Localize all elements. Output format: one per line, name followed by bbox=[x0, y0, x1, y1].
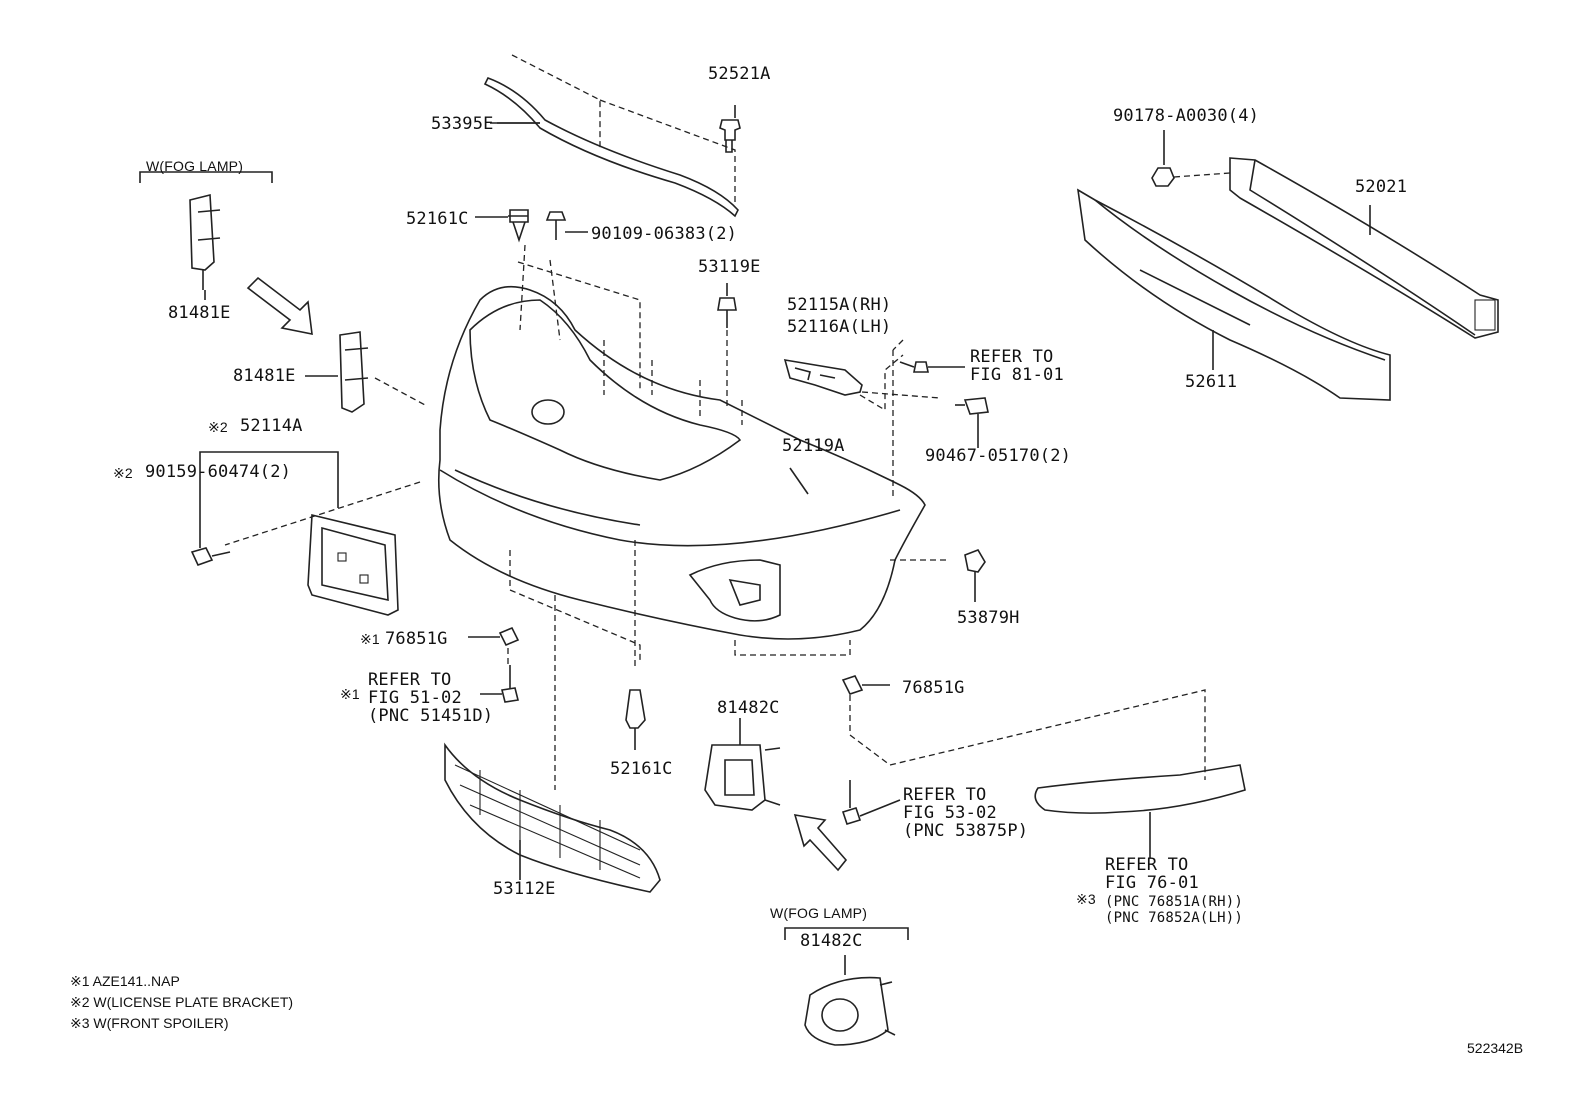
nut-90178 bbox=[1151, 130, 1231, 187]
clip-76851G-left bbox=[468, 626, 520, 665]
clip-90467 bbox=[955, 397, 989, 448]
label-53879H: 53879H bbox=[957, 608, 1020, 628]
group-fog-lamp-top: W(FOG LAMP) bbox=[146, 158, 244, 174]
fog-bracket-81481E-top bbox=[139, 171, 273, 290]
label-81482C-top: 81482C bbox=[717, 698, 780, 718]
clip-52161C-bottom bbox=[625, 689, 646, 750]
label-81481E-top: 81481E bbox=[168, 303, 231, 323]
direction-arrow-upper bbox=[246, 276, 313, 336]
footnote-3: ※3 W(FRONT SPOILER) bbox=[70, 1015, 229, 1031]
screw-refer-81 bbox=[899, 361, 965, 373]
license-bracket-52114A bbox=[199, 451, 399, 616]
label-52161C-bottom: 52161C bbox=[610, 759, 673, 779]
label-52161C-top: 52161C bbox=[406, 209, 469, 229]
label-81482C-bottom: 81482C bbox=[800, 931, 863, 951]
label-53395E: 53395E bbox=[431, 114, 494, 134]
seal-strip-53395E bbox=[483, 54, 739, 218]
refer-fig-53: REFER TO FIG 53-02 (PNC 53875P) bbox=[903, 785, 1029, 841]
mark-76851G: ※1 bbox=[360, 631, 380, 647]
front-spoiler bbox=[1034, 764, 1246, 858]
absorber-52611 bbox=[1076, 188, 1391, 401]
grille-53112E bbox=[444, 742, 661, 893]
bolt-refer-51 bbox=[480, 665, 519, 703]
label-52114A: 52114A bbox=[240, 416, 303, 436]
label-53119E: 53119E bbox=[698, 257, 761, 277]
label-53112E: 53112E bbox=[493, 879, 556, 899]
clip-52161C-top bbox=[508, 209, 529, 243]
label-76851G-right: 76851G bbox=[902, 678, 965, 698]
mark-refer-76: ※3 bbox=[1076, 891, 1096, 907]
label-90109: 90109-06383(2) bbox=[591, 224, 738, 244]
label-52521A: 52521A bbox=[708, 64, 771, 84]
direction-arrow-lower bbox=[793, 814, 848, 872]
reinforcement-52021 bbox=[1229, 157, 1499, 339]
fog-bracket-81481E-mid bbox=[305, 331, 369, 413]
bumper-cover-52119A bbox=[224, 244, 950, 790]
label-52021: 52021 bbox=[1355, 177, 1408, 197]
refer-fig-51: REFER TO FIG 51-02 (PNC 51451D) bbox=[368, 670, 494, 726]
mark-52114A: ※2 bbox=[208, 419, 228, 435]
bolt-refer-53 bbox=[841, 780, 901, 825]
label-90159: 90159-60474(2) bbox=[145, 462, 292, 482]
mark-90159: ※2 bbox=[113, 465, 133, 481]
clip-76851G-right bbox=[841, 675, 1206, 780]
label-52116A: 52116A(LH) bbox=[787, 317, 892, 337]
label-90467: 90467-05170(2) bbox=[925, 446, 1072, 466]
refer-fig-76-pnc: (PNC 76851A(RH)) (PNC 76852A(LH)) bbox=[1105, 894, 1244, 926]
footnote-2: ※2 W(LICENSE PLATE BRACKET) bbox=[70, 994, 294, 1010]
label-52115A: 52115A(RH) bbox=[787, 295, 892, 315]
label-52119A: 52119A bbox=[782, 436, 845, 456]
label-81481E-mid: 81481E bbox=[233, 366, 296, 386]
fog-cover-81482C-bottom bbox=[784, 927, 909, 1046]
fog-cover-81482C-mid bbox=[704, 718, 781, 811]
clip-53879H bbox=[964, 549, 986, 602]
mark-refer-51: ※1 bbox=[340, 686, 360, 702]
screw-90109 bbox=[545, 211, 588, 240]
bracket-52115A bbox=[783, 354, 941, 412]
bolt-90159 bbox=[190, 505, 231, 566]
clip-52521A bbox=[719, 105, 741, 153]
bolt-53119E bbox=[717, 283, 737, 410]
label-76851G-left: 76851G bbox=[385, 629, 448, 649]
refer-fig-81: REFER TO FIG 81-01 bbox=[970, 347, 1064, 385]
footnote-1: ※1 AZE141..NAP bbox=[70, 973, 180, 989]
label-90178: 90178-A0030(4) bbox=[1113, 106, 1260, 126]
refer-fig-76: REFER TO FIG 76-01 bbox=[1105, 855, 1199, 893]
label-52611: 52611 bbox=[1185, 372, 1238, 392]
group-fog-lamp-bottom: W(FOG LAMP) bbox=[770, 905, 868, 921]
diagram-id: 522342B bbox=[1467, 1040, 1524, 1056]
